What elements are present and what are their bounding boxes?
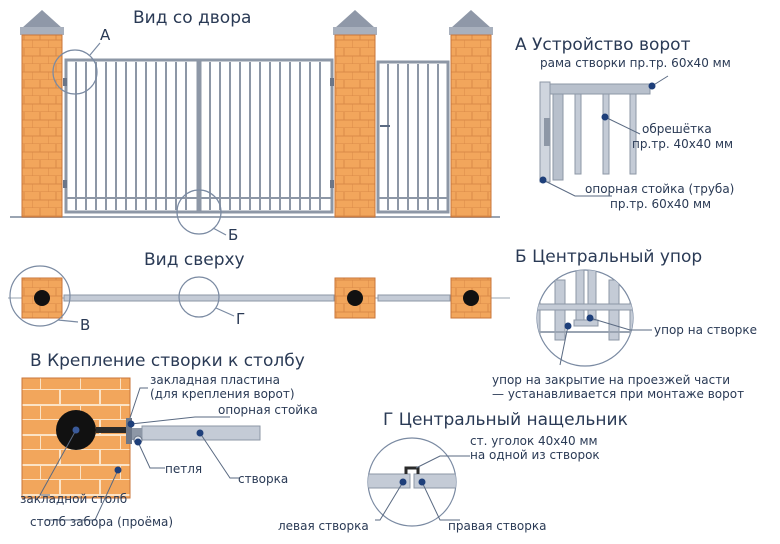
- section-b-drawing: [536, 269, 634, 367]
- pillar-cap: [451, 10, 491, 28]
- section-b-title: Б Центральный упор: [515, 247, 702, 267]
- top-wicket: [377, 294, 451, 302]
- callout-dot: [127, 420, 135, 428]
- section-v-support-post-label: опорная стойка: [218, 403, 318, 417]
- section-v-plate-label-2: (для крепления ворот): [150, 387, 295, 401]
- marker-g-circle: [178, 276, 220, 318]
- callout-dot: [134, 438, 142, 446]
- section-g-angle-label-2: на одной из створок: [470, 448, 600, 462]
- view-yard-title: Вид со двора: [133, 8, 251, 28]
- section-v-fence-post-label: столб забора (проёма): [30, 515, 173, 529]
- pillar-cap: [22, 10, 62, 28]
- marker-v-circle: [9, 265, 71, 327]
- marker-v-label: В: [80, 316, 90, 334]
- top-pillar-right: [450, 277, 492, 319]
- callout-dot: [114, 466, 122, 474]
- pillar-cap: [335, 10, 375, 28]
- wicket-door: [376, 60, 450, 214]
- callout-dot: [564, 322, 572, 330]
- brick-pillar-right: [449, 10, 493, 218]
- callout-dot: [196, 429, 204, 437]
- brick-pillar-middle: [333, 10, 377, 218]
- section-v-leaf-label: створка: [238, 472, 288, 486]
- marker-a-label: А: [100, 26, 111, 44]
- gate-hinges: [63, 78, 334, 188]
- section-v-title: В Крепление створки к столбу: [30, 351, 305, 371]
- callout-dot: [648, 82, 656, 90]
- section-a-post-label-1: опорная стойка (труба): [585, 182, 734, 196]
- section-a-title: А Устройство ворот: [515, 35, 691, 55]
- marker-g-label: Г: [236, 310, 245, 328]
- section-b-stop-on-leaf-label: упор на створке: [654, 323, 757, 337]
- callout-dot: [72, 426, 80, 434]
- section-g-right-leaf-label: правая створка: [448, 519, 547, 533]
- section-a-lathing-label-1: обрешётка: [642, 122, 712, 136]
- marker-a-circle: [52, 49, 98, 95]
- top-pillar-middle: [334, 277, 376, 319]
- top-gate-leaves: [63, 294, 335, 302]
- section-b-closing-stop-label-1: упор на закрытие на проезжей части: [492, 373, 730, 387]
- callout-dot: [399, 478, 407, 486]
- section-g-left-leaf-label: левая створка: [278, 519, 369, 533]
- callout-dot: [418, 478, 426, 486]
- section-b-closing-stop-label-2: — устанавливается при монтаже ворот: [492, 387, 744, 401]
- section-v-plate-label-1: закладная пластина: [150, 373, 280, 387]
- section-v-hinge-label: петля: [165, 462, 202, 476]
- gate-leaf-right: [198, 58, 334, 214]
- callout-dot: [539, 176, 547, 184]
- callout-dot: [601, 113, 609, 121]
- section-g-angle-label-1: ст. уголок 40х40 мм: [470, 434, 598, 448]
- marker-b-circle: [176, 189, 222, 235]
- section-g-title: Г Центральный нащельник: [383, 410, 628, 430]
- section-v-embedded-post-label: закладной столб: [20, 492, 127, 506]
- section-g-drawing: [367, 437, 457, 527]
- section-a-frame-label: рама створки пр.тр. 60х40 мм: [540, 56, 731, 70]
- gate-leaf-left: [64, 58, 200, 214]
- top-pillar-left: [21, 277, 63, 319]
- section-a-lathing-label-2: пр.тр. 40х40 мм: [632, 137, 733, 151]
- marker-b-label: Б: [228, 226, 238, 244]
- callout-dot: [586, 314, 594, 322]
- brick-pillar-left: [20, 10, 64, 218]
- section-a-post-label-2: пр.тр. 60х40 мм: [610, 197, 711, 211]
- view-top-title: Вид сверху: [144, 250, 245, 270]
- section-a-drawing: [539, 81, 651, 183]
